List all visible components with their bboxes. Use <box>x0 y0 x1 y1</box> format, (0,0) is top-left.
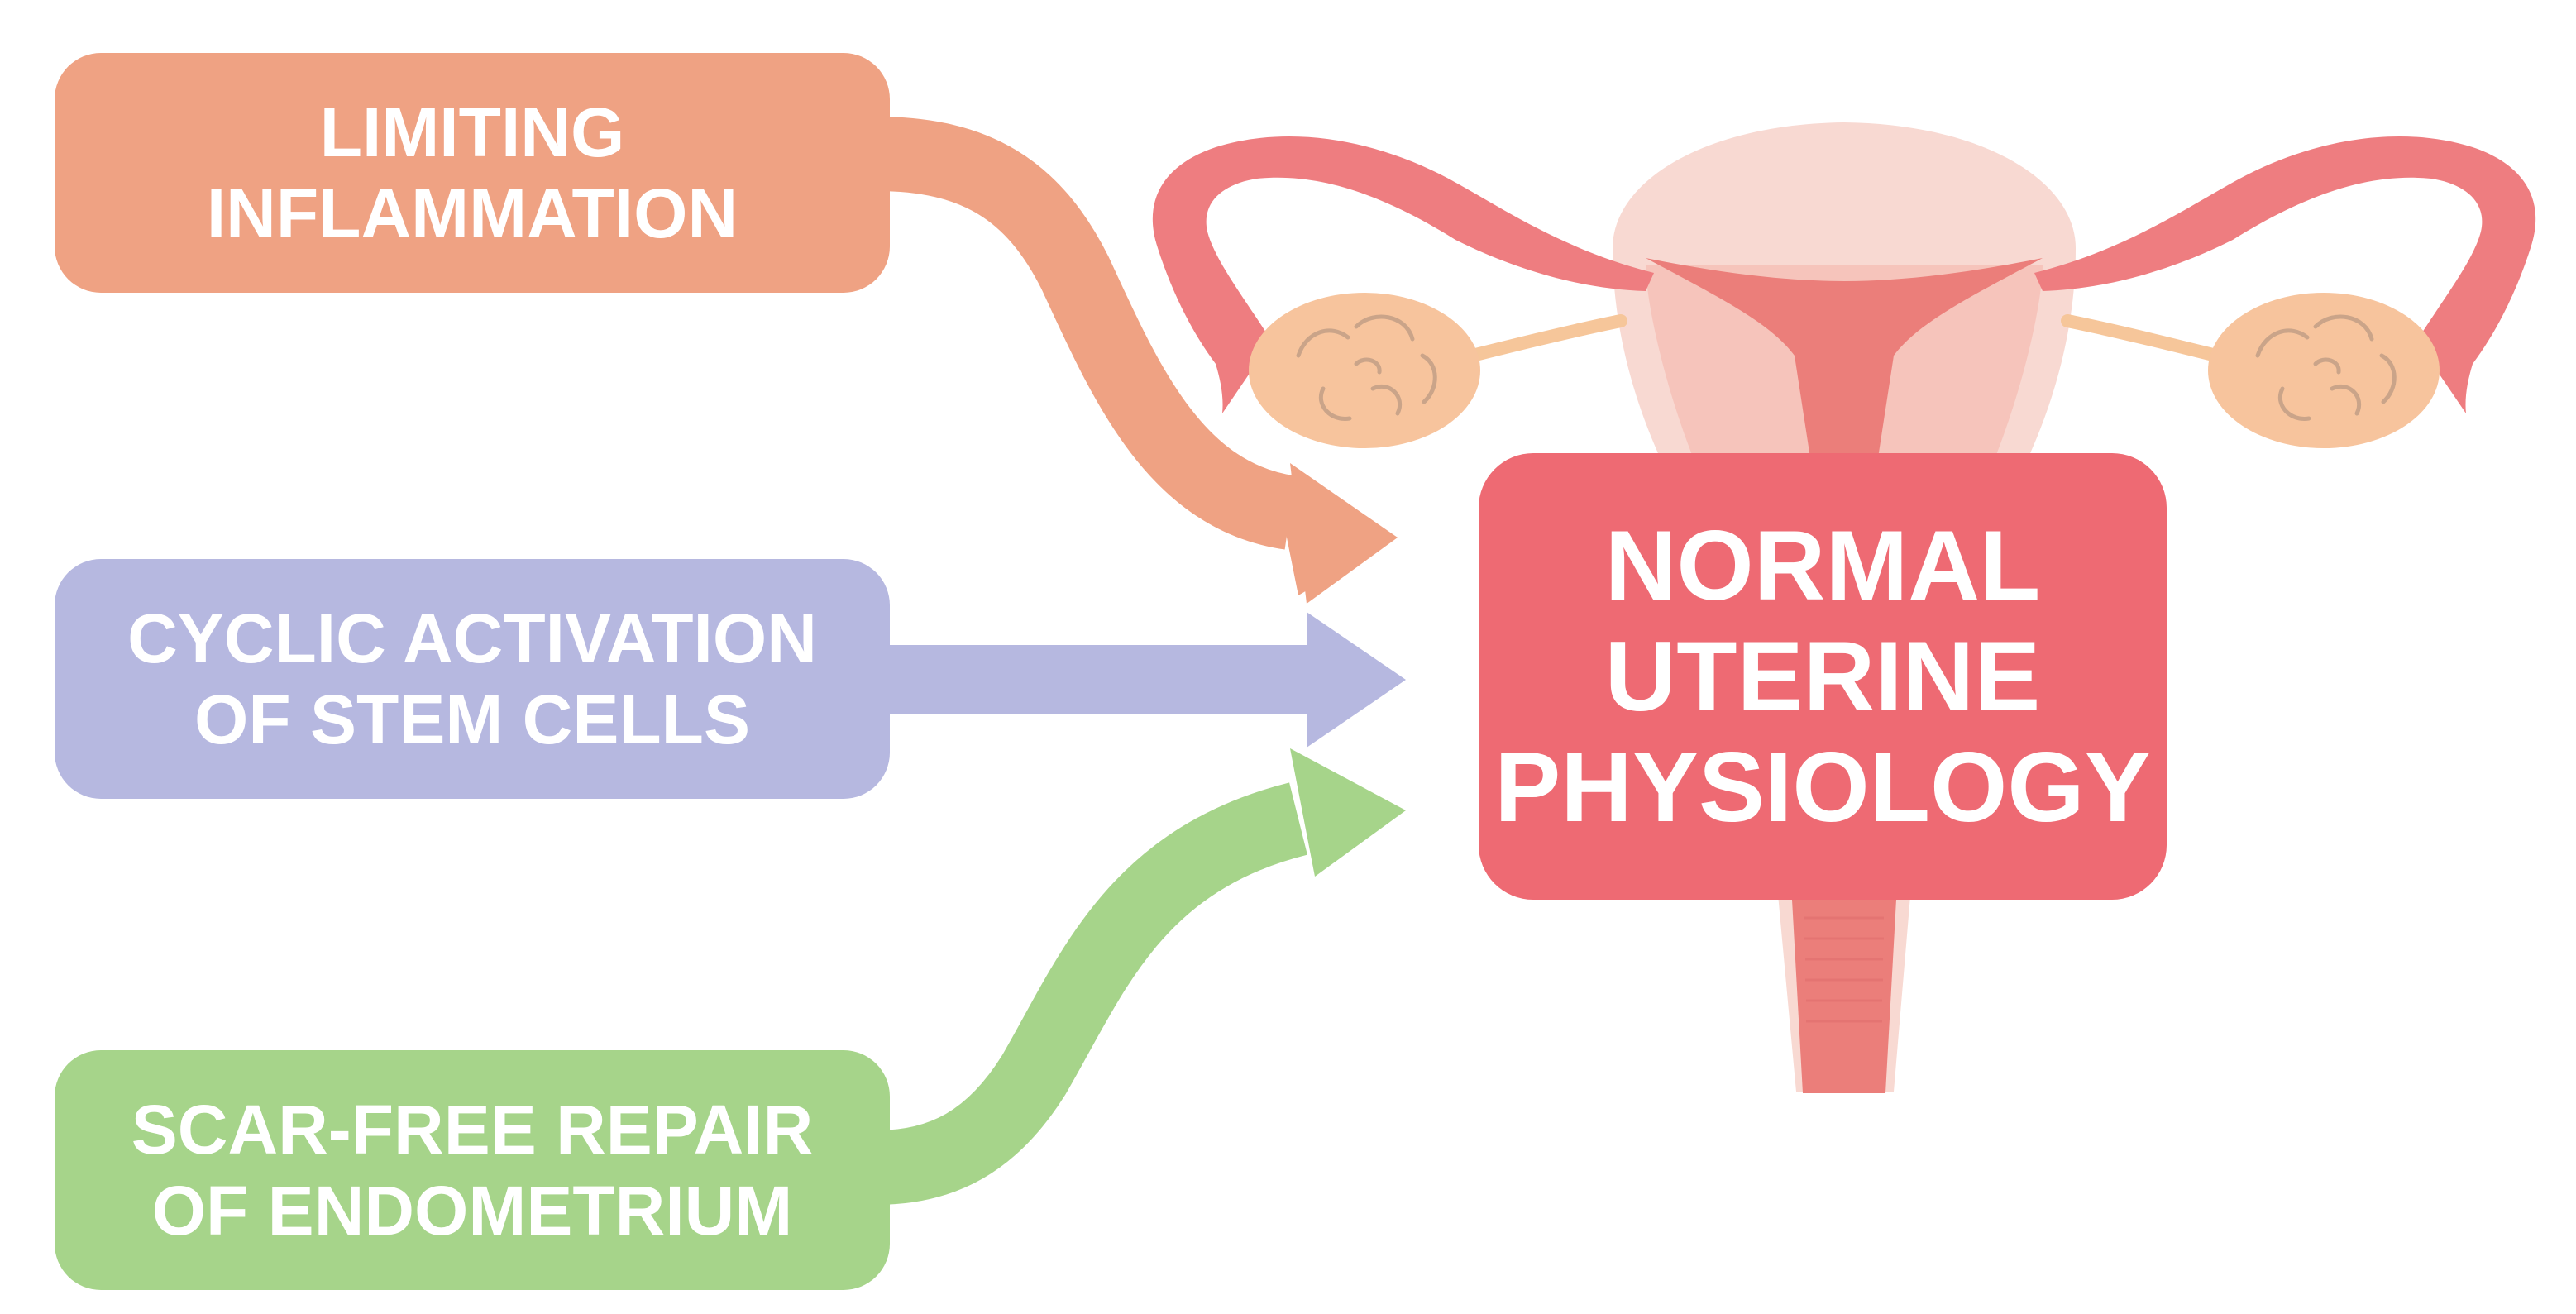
stem-cells-arrow <box>877 612 1406 748</box>
uterine-cavity-icon <box>1646 258 2043 463</box>
repair-box: SCAR-FREE REPAIR OF ENDOMETRIUM <box>55 1050 890 1290</box>
canal-ridges-icon <box>1804 916 1884 1023</box>
outcome-label-line-2: UTERINE <box>1604 621 2041 732</box>
right-fallopian-tube-icon <box>2034 136 2536 413</box>
stem-cells-label-line-1: CYCLIC ACTIVATION <box>127 600 817 677</box>
outcome-label-line-1: NORMAL <box>1604 510 2041 621</box>
left-ovary-icon <box>1249 293 1480 448</box>
inflammation-label-line-1: LIMITING <box>319 93 625 171</box>
uterus-illustration-icon <box>1152 122 2536 1093</box>
stem-cells-box: CYCLIC ACTIVATION OF STEM CELLS <box>55 559 890 799</box>
right-ovary-icon <box>2208 293 2440 448</box>
repair-label-line-1: SCAR-FREE REPAIR <box>131 1091 814 1168</box>
inflammation-label-line-2: INFLAMMATION <box>206 174 738 252</box>
repair-label-line-2: OF ENDOMETRIUM <box>151 1172 793 1249</box>
outcome-box: NORMAL UTERINE PHYSIOLOGY <box>1479 453 2167 900</box>
repair-arrow <box>876 748 1406 1205</box>
left-fallopian-tube-icon <box>1152 136 1654 413</box>
outcome-label-line-3: PHYSIOLOGY <box>1494 732 2151 843</box>
vaginal-canal-icon <box>1791 885 1897 1093</box>
stem-cells-label-line-2: OF STEM CELLS <box>194 681 750 758</box>
inflammation-arrow <box>876 117 1398 604</box>
inflammation-box: LIMITING INFLAMMATION <box>55 53 890 293</box>
